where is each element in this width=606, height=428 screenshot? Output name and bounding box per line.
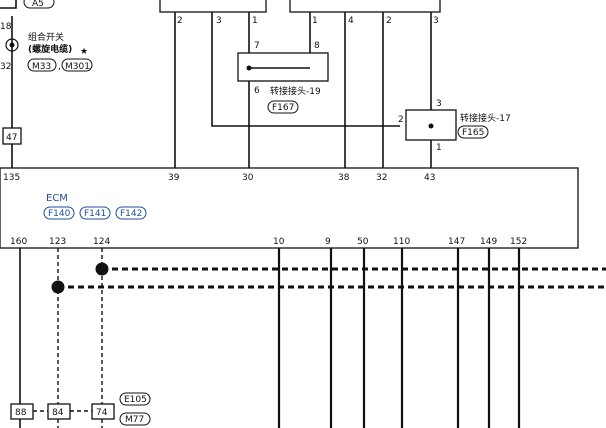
junction-19-pin-8: 8 — [314, 41, 320, 51]
ecm-pin-152: 152 — [510, 237, 527, 247]
junction-19-label: 转接接头-19 — [270, 85, 321, 97]
junction-19-box — [237, 52, 329, 82]
ecm-pin-43: 43 — [424, 173, 435, 183]
ecm-pin-50: 50 — [357, 237, 369, 247]
connector-f165-pill — [457, 125, 489, 139]
junction-17-pin-2: 2 — [398, 115, 404, 125]
connector-m33-label: M33 — [32, 62, 51, 72]
star-marker: ★ — [80, 47, 88, 57]
connector-f142-pill — [115, 206, 147, 220]
junction-17-dot — [428, 123, 434, 129]
spiral-cable-label: (螺旋电缆) — [28, 43, 72, 55]
ecm-pin-32: 32 — [376, 173, 387, 183]
connector-f167-pill — [267, 100, 299, 114]
wire-3-to-junction-17 — [211, 12, 400, 127]
switch-center-icon — [9, 42, 15, 48]
connector-m33-pill — [27, 58, 57, 72]
ecm-pin-110: 110 — [393, 237, 410, 247]
connector-f167-label: F167 — [272, 103, 294, 113]
connector-a5-pill — [23, 0, 55, 9]
connector-m301-label: M301 — [65, 62, 90, 72]
ecm-pin-123: 123 — [49, 237, 66, 247]
combo-switch-label: 组合开关 — [28, 31, 64, 43]
connector-e105-label: E105 — [124, 395, 147, 405]
top-pin-3: 3 — [216, 16, 222, 26]
junction-19-pin-7: 7 — [254, 41, 260, 51]
ecm-pin-9: 9 — [325, 237, 331, 247]
box-84-label: 84 — [52, 408, 64, 418]
connector-f165-label: F165 — [462, 128, 484, 138]
connector-f141-pill — [79, 206, 111, 220]
junction-17-pin-1: 1 — [436, 143, 442, 153]
connector-f140-pill — [43, 206, 75, 220]
junction-17-label: 转接接头-17 — [460, 112, 511, 124]
ecm-pin-147: 147 — [448, 237, 465, 247]
splice-dot-124 — [95, 262, 109, 276]
ecm-pin-135: 135 — [3, 173, 20, 183]
junction-17-pin-3: 3 — [436, 99, 442, 109]
ecm-pin-38: 38 — [338, 173, 350, 183]
connector-f142-label: F142 — [120, 209, 142, 219]
pin-32-label: 32 — [0, 62, 11, 72]
top-pin-1: 1 — [252, 16, 258, 26]
ecm-pin-124: 124 — [93, 237, 110, 247]
connector-f141-label: F141 — [84, 209, 106, 219]
top-left-component-box — [159, 0, 267, 13]
connector-m77-pill — [119, 412, 151, 426]
connector-separator: , — [58, 62, 61, 72]
connector-e105-pill — [119, 392, 151, 406]
pin-18-label: 18 — [0, 22, 12, 32]
ecm-pin-160: 160 — [10, 237, 27, 247]
top-right-pin-2: 2 — [386, 16, 392, 26]
top-right-pin-3: 3 — [433, 16, 439, 26]
splice-dot-123 — [51, 280, 65, 294]
box-88-label: 88 — [15, 408, 27, 418]
connector-m77-label: M77 — [125, 415, 144, 425]
connector-m301-pill — [61, 58, 93, 72]
top-right-pin-4: 4 — [348, 16, 354, 26]
connector-f140-label: F140 — [48, 209, 71, 219]
ecm-title: ECM — [46, 193, 68, 204]
ecm-pin-149: 149 — [480, 237, 497, 247]
switch-icon — [5, 38, 19, 52]
box-47-label: 47 — [6, 133, 17, 143]
ecm-pin-39: 39 — [168, 173, 180, 183]
top-right-pin-1: 1 — [312, 16, 318, 26]
top-pin-2: 2 — [177, 16, 183, 26]
top-right-component-box — [289, 0, 441, 13]
ecm-pin-30: 30 — [242, 173, 254, 183]
connector-box-74 — [91, 403, 115, 420]
box-74-label: 74 — [96, 408, 108, 418]
junction-19-dot — [246, 65, 252, 71]
junction-19-pin-6: 6 — [254, 86, 260, 96]
ecm-pin-10: 10 — [273, 237, 285, 247]
connector-a5-label: A5 — [32, 0, 44, 9]
left-top-box-edge — [0, 0, 17, 9]
